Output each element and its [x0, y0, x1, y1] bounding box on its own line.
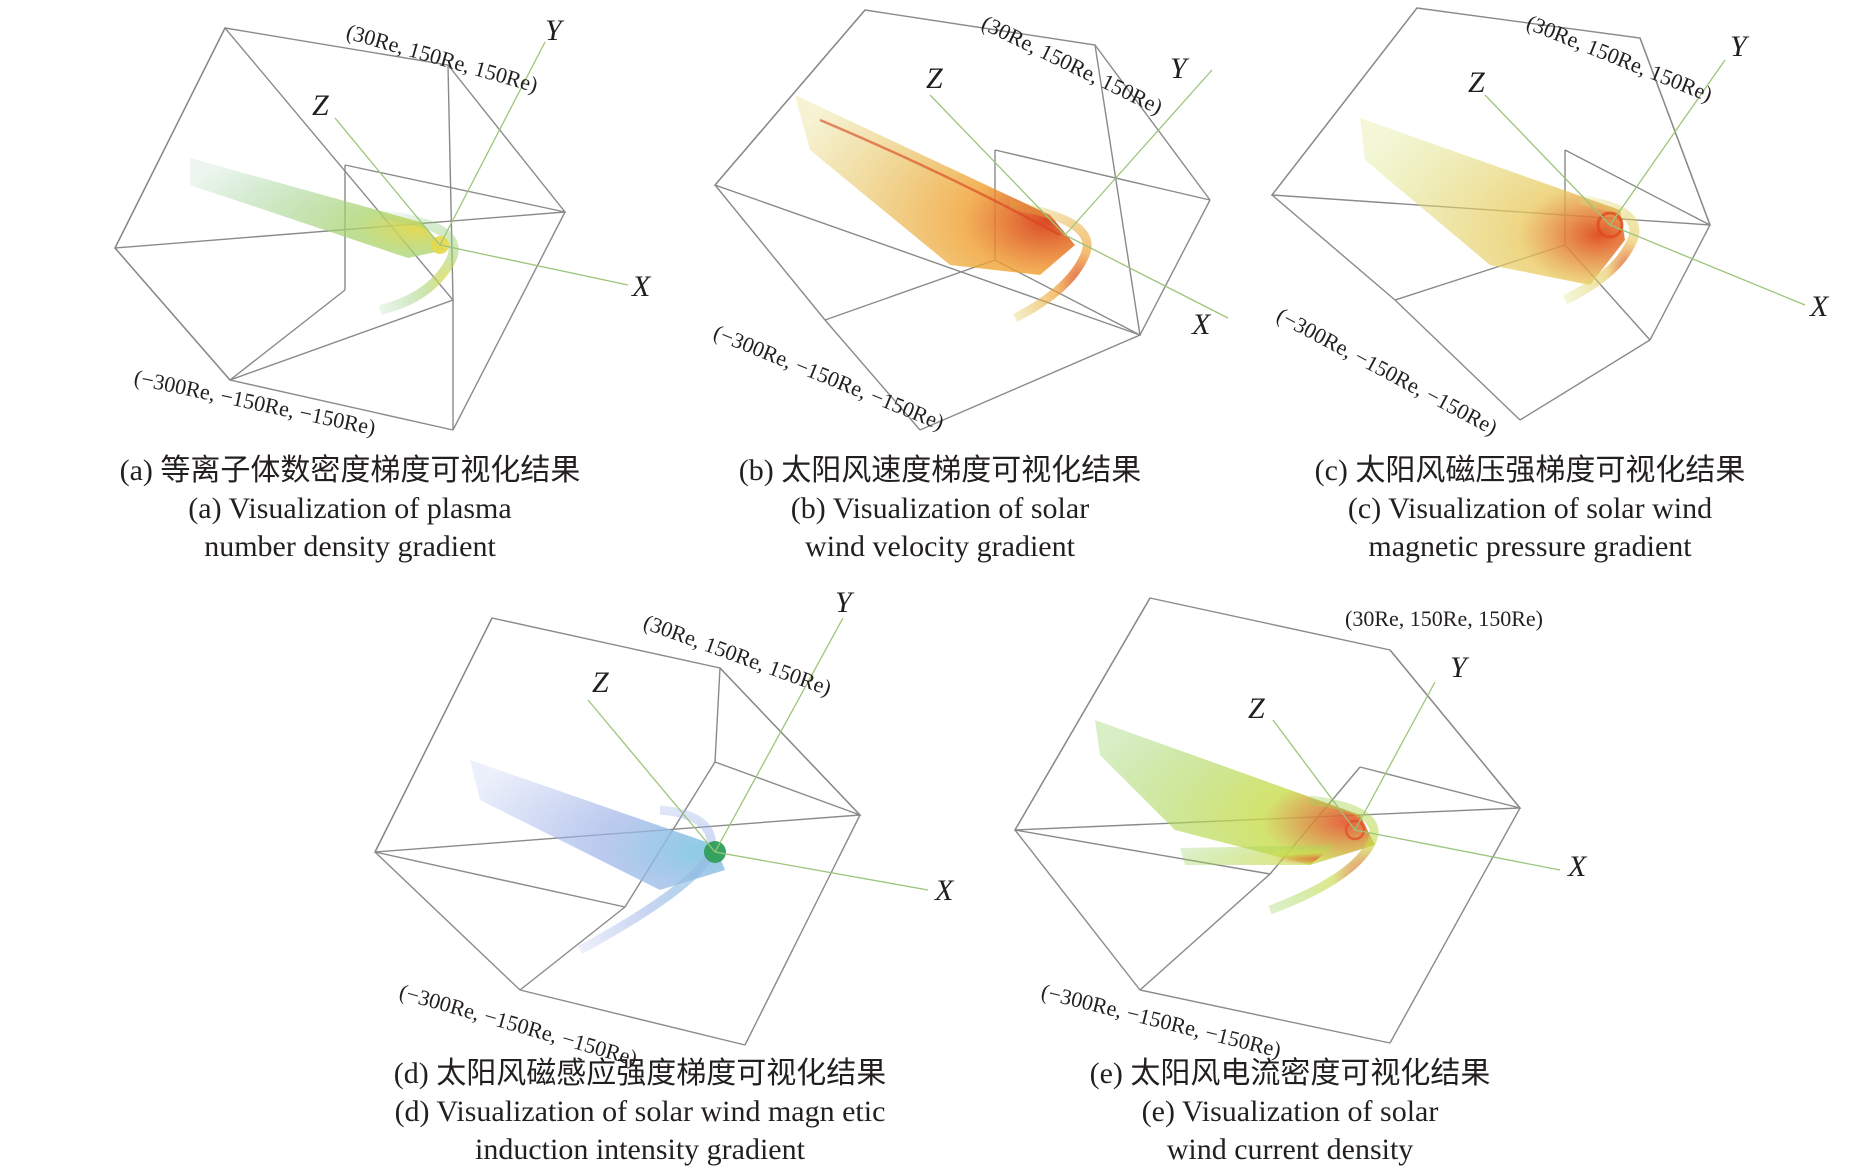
cube-wireframe	[1013, 597, 1522, 1044]
caption-en-line1: (a) Visualization of plasma	[188, 492, 512, 525]
plume-body	[470, 760, 725, 890]
min-corner-label: (−300Re, −150Re, −150Re)	[1039, 979, 1284, 1063]
panel-e: X Y Z (30Re, 150Re, 150Re) (−300Re, −150…	[980, 590, 1620, 1166]
bow-shock	[1268, 795, 1379, 915]
x-axis	[439, 244, 629, 286]
caption-en-line2: wind current density	[1166, 1133, 1414, 1166]
current-plume	[1095, 720, 1379, 915]
y-axis	[714, 617, 844, 853]
panel-e-figure: X Y Z (30Re, 150Re, 150Re) (−300Re, −150…	[1013, 597, 1588, 1062]
plasma-plume	[190, 158, 459, 315]
velocity-plume	[795, 95, 1092, 323]
earth-ring	[1344, 819, 1366, 841]
caption-en-line2: number density gradient	[204, 530, 496, 563]
min-corner-label: (−300Re, −150Re, −150Re)	[132, 364, 378, 440]
cube-wireframe	[373, 617, 862, 1046]
max-corner-label: (30Re, 150Re, 150Re)	[1523, 9, 1716, 106]
caption-d: (d) 太阳风磁感应强度梯度可视化结果 (d) Visualization of…	[300, 1055, 980, 1169]
x-axis-label: X	[934, 874, 955, 907]
panel-a: X Y Z (30Re, 150Re, 150Re) (−300Re, −150…	[0, 0, 652, 563]
panel-c-figure: X Y Z (30Re, 150Re, 150Re) (−300Re, −150…	[1270, 7, 1830, 440]
y-axis-label: Y	[835, 586, 855, 619]
max-corner-label: (30Re, 150Re, 150Re)	[344, 19, 541, 98]
magnetic-plume	[470, 760, 726, 954]
x-axis	[1064, 234, 1229, 319]
z-axis	[929, 94, 1066, 236]
min-corner-label: (−300Re, −150Re, −150Re)	[710, 319, 948, 434]
x-axis	[1354, 829, 1561, 871]
caption-cn: (c) 太阳风磁压强梯度可视化结果	[1314, 454, 1746, 487]
y-axis	[1609, 59, 1726, 226]
z-axis-label: Z	[1468, 66, 1485, 99]
bow-shock	[1562, 195, 1640, 305]
caption-cn: (e) 太阳风电流密度可视化结果	[1089, 1057, 1491, 1090]
plume-body	[190, 158, 445, 258]
x-axis-label: X	[1567, 850, 1588, 883]
pressure-plume	[1360, 118, 1640, 305]
plume-lower-band	[1180, 845, 1335, 865]
z-axis-label: Z	[312, 89, 329, 122]
coordinate-axes	[334, 41, 629, 286]
caption-en-line1: (d) Visualization of solar wind magn eti…	[394, 1095, 886, 1128]
earth-ring	[1596, 211, 1624, 239]
caption-en-line2: wind velocity gradient	[805, 530, 1075, 563]
plume-body	[1095, 720, 1375, 865]
x-axis-label: X	[1191, 308, 1212, 341]
z-axis	[1484, 94, 1611, 226]
y-axis-label: Y	[545, 14, 565, 47]
bow-shock	[1009, 200, 1092, 323]
caption-cn: (b) 太阳风速度梯度可视化结果	[738, 454, 1142, 487]
caption-a: (a) 等离子体数密度梯度可视化结果 (a) Visualization of …	[40, 452, 660, 566]
panel-b: X Y Z (30Re, 150Re, 150Re) (−300Re, −150…	[620, 0, 1240, 563]
caption-b: (b) 太阳风速度梯度可视化结果 (b) Visualization of so…	[620, 452, 1260, 566]
panel-c: X Y Z (30Re, 150Re, 150Re) (−300Re, −150…	[1220, 0, 1867, 563]
coordinate-axes	[587, 617, 929, 891]
cube-wireframe	[113, 26, 567, 431]
min-corner-label: (−300Re, −150Re, −150Re)	[1273, 302, 1502, 440]
panel-d: X Y Z (30Re, 150Re, 150Re) (−300Re, −150…	[330, 586, 970, 1166]
y-axis	[1354, 681, 1436, 831]
caption-en-line2: induction intensity gradient	[475, 1133, 805, 1166]
y-axis-label: Y	[1730, 30, 1750, 63]
panel-b-figure: X Y Z (30Re, 150Re, 150Re) (−300Re, −150…	[710, 9, 1229, 435]
y-axis-label: Y	[1450, 651, 1470, 684]
z-axis-label: Z	[926, 62, 943, 95]
caption-cn: (d) 太阳风磁感应强度梯度可视化结果	[393, 1057, 887, 1090]
x-axis-label: X	[631, 270, 652, 303]
max-corner-label: (30Re, 150Re, 150Re)	[1345, 606, 1543, 631]
panel-a-figure: X Y Z (30Re, 150Re, 150Re) (−300Re, −150…	[113, 14, 652, 440]
caption-en-line2: magnetic pressure gradient	[1368, 530, 1692, 563]
caption-en-line1: (c) Visualization of solar wind	[1347, 492, 1713, 525]
y-axis	[1064, 69, 1213, 236]
coordinate-axes	[929, 69, 1229, 319]
panel-d-figure: X Y Z (30Re, 150Re, 150Re) (−300Re, −150…	[373, 586, 955, 1071]
caption-cn: (a) 等离子体数密度梯度可视化结果	[119, 454, 581, 487]
caption-e: (e) 太阳风电流密度可视化结果 (e) Visualization of so…	[980, 1055, 1600, 1169]
x-axis-label: X	[1809, 290, 1830, 323]
coordinate-axes	[1484, 59, 1806, 306]
z-axis-label: Z	[1248, 692, 1265, 725]
z-axis	[1272, 719, 1356, 831]
caption-c: (c) 太阳风磁压强梯度可视化结果 (c) Visualization of s…	[1220, 452, 1840, 566]
z-axis	[587, 699, 716, 853]
y-axis-label: Y	[1170, 52, 1190, 85]
z-axis	[334, 117, 441, 246]
caption-en-line1: (b) Visualization of solar	[790, 492, 1090, 525]
x-axis	[714, 851, 929, 891]
caption-en-line1: (e) Visualization of solar	[1141, 1095, 1439, 1128]
y-axis	[439, 41, 546, 246]
z-axis-label: Z	[592, 666, 609, 699]
max-corner-label: (30Re, 150Re, 150Re)	[978, 10, 1167, 119]
plume-body	[795, 95, 1075, 275]
coordinate-axes	[1272, 681, 1561, 871]
filament	[819, 118, 1061, 237]
x-axis	[1609, 224, 1806, 306]
plume-body	[1360, 118, 1625, 285]
